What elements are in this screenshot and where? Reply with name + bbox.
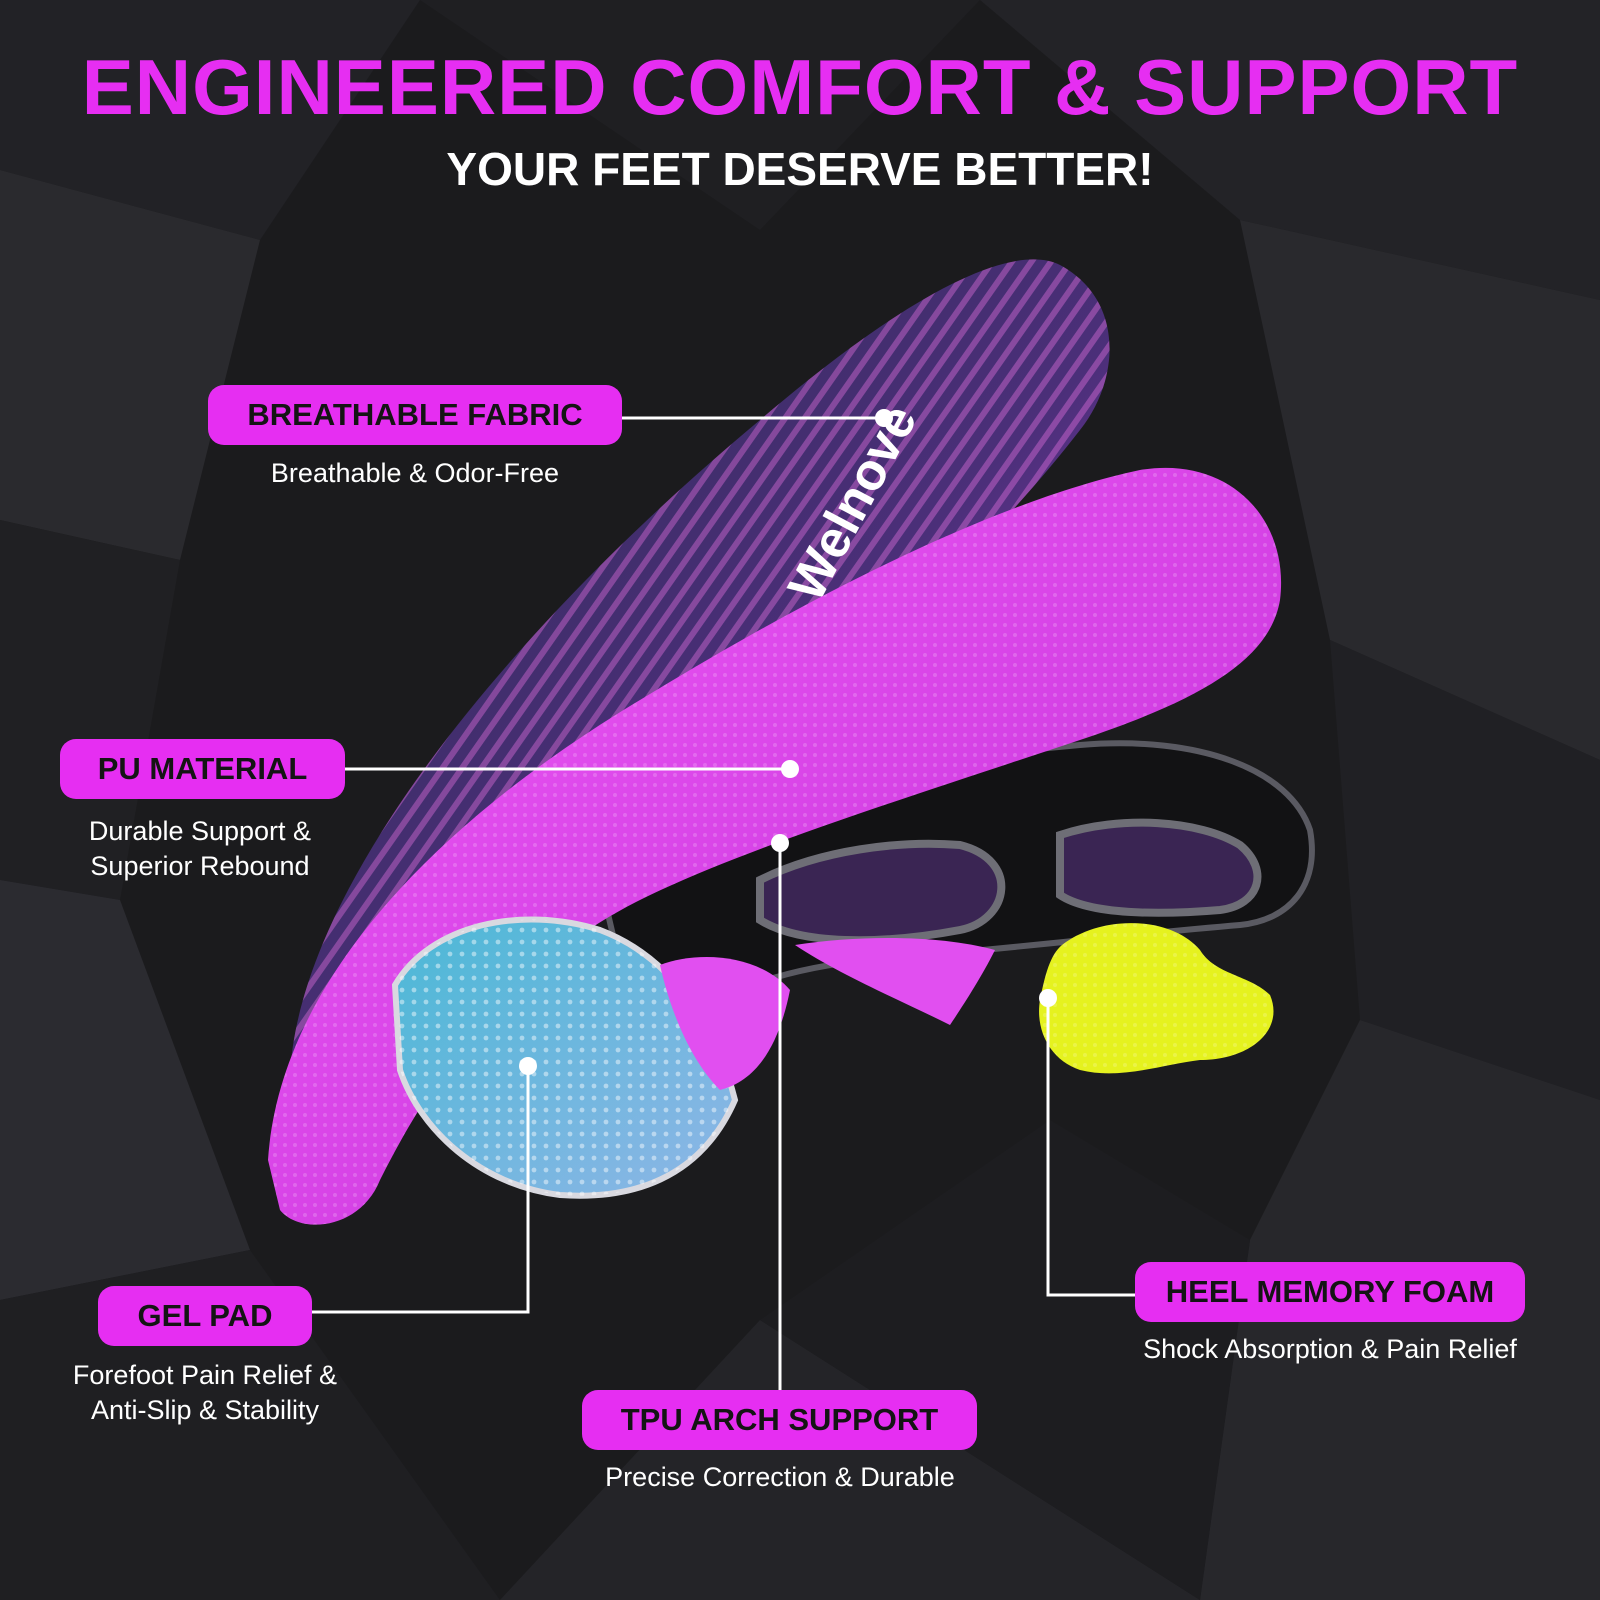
leader-lines [312,416,1135,1390]
anchor-dot-gel [519,1057,537,1075]
feature-desc-gel-pad: Forefoot Pain Relief & Anti-Slip & Stabi… [30,1358,380,1428]
page-title: ENGINEERED COMFORT & SUPPORT [81,43,1519,131]
feature-label-gel-pad: GEL PAD [98,1286,312,1346]
leader-line-gel [312,1066,530,1314]
feature-desc-line: Anti-Slip & Stability [90,1395,320,1425]
anchor-dot-tpu [771,834,789,852]
leader-line-heel [1046,998,1135,1297]
feature-label-pu-material: PU MATERIAL [60,739,345,799]
arch-insert [660,957,790,1090]
feature-label-heel-memory-foam: HEEL MEMORY FOAM [1135,1262,1525,1322]
anchor-dot-heel [1039,989,1057,1007]
feature-desc-line: Durable Support & [88,816,312,846]
anchor-dot-pu [781,760,799,778]
anchor-dot-fabric [875,409,893,427]
feature-desc-tpu-arch-support: Precise Correction & Durable [560,1460,1000,1495]
feature-label-breathable-fabric: BREATHABLE FABRIC [208,385,622,445]
feature-desc-heel-memory-foam: Shock Absorption & Pain Relief [1105,1332,1555,1367]
feature-desc-line: Superior Rebound [90,851,310,881]
feature-desc-line: Forefoot Pain Relief & [72,1360,338,1390]
feature-desc-line: Precise Correction & Durable [605,1462,955,1492]
feature-desc-breathable-fabric: Breathable & Odor-Free [208,456,622,491]
page-subtitle: YOUR FEET DESERVE BETTER! [446,143,1154,195]
arch-insert [795,938,995,1025]
feature-label-tpu-arch-support: TPU ARCH SUPPORT [582,1390,977,1450]
feature-desc-pu-material: Durable Support & Superior Rebound [40,814,360,884]
feature-desc-line: Shock Absorption & Pain Relief [1143,1334,1517,1364]
feature-desc-line: Breathable & Odor-Free [270,458,560,488]
